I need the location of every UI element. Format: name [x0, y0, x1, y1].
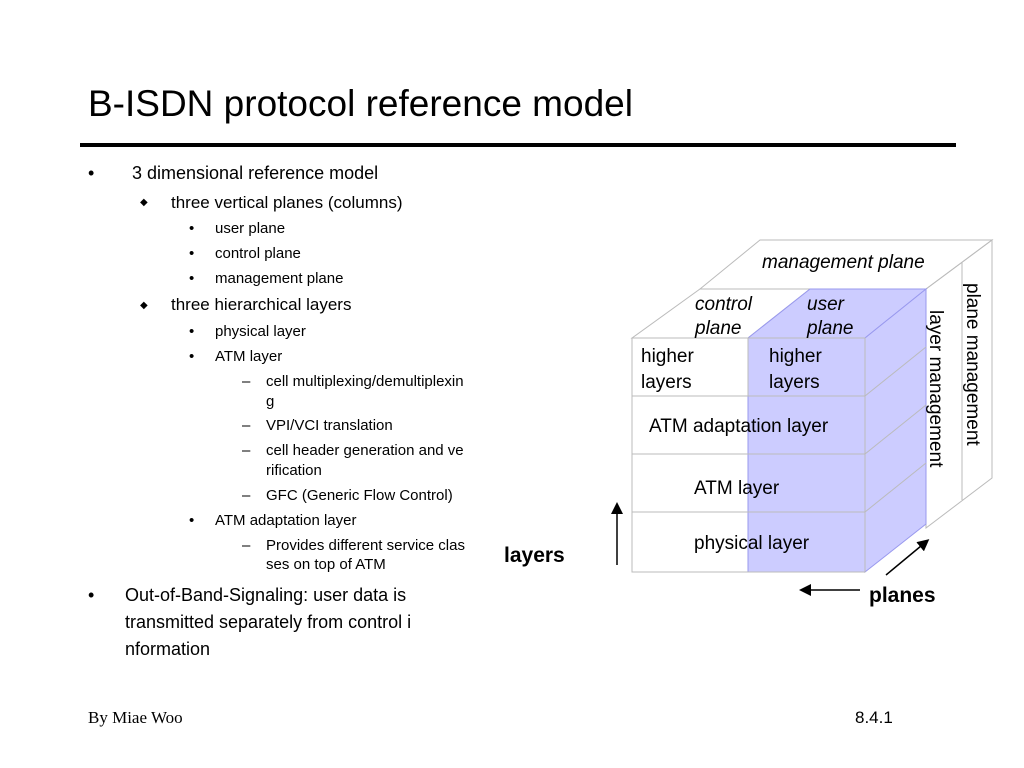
higher-layers-right-1: higher: [769, 346, 822, 367]
bullet-oob-signaling: Out-of-Band-Signaling: user data is: [125, 585, 407, 605]
bullet-marker: –: [242, 373, 251, 390]
bullet-list: • 3 dimensional reference model ◆ three …: [0, 0, 520, 700]
aal-label: ATM adaptation layer: [649, 416, 829, 437]
bullet-marker: –: [242, 487, 251, 504]
bullet-marker: ◆: [140, 197, 148, 208]
bullet-marker: •: [88, 585, 95, 605]
slide-title: B-ISDN protocol reference model: [88, 83, 633, 124]
bullet-management-plane: management plane: [215, 270, 344, 287]
bullet-marker: •: [189, 220, 195, 237]
layer-management-label: layer management: [925, 310, 946, 468]
physical-layer-label: physical layer: [694, 533, 810, 554]
bullet-marker: –: [242, 442, 251, 459]
higher-layers-left-2: layers: [641, 372, 692, 393]
bullet-oob-signaling-cont2: nformation: [125, 639, 211, 659]
bullet-control-plane: control plane: [215, 245, 301, 262]
bullet-marker: •: [189, 512, 195, 529]
user-plane-label-1: user: [807, 294, 845, 315]
control-plane-label-2: plane: [694, 318, 742, 339]
bullet-aal-service: Provides different service clas: [266, 537, 465, 554]
bullet-atm-layer: ATM layer: [215, 348, 283, 365]
bullet-marker: •: [189, 323, 195, 340]
bullet-user-plane: user plane: [215, 220, 286, 237]
planes-axis-label: planes: [869, 584, 936, 607]
bullet-marker: –: [242, 417, 251, 434]
management-axis-arrow: [885, 539, 930, 576]
bullet-hierarchical-layers: three hierarchical layers: [171, 295, 352, 314]
bullet-marker: ◆: [140, 300, 148, 311]
plane-management-label: plane management: [962, 283, 983, 446]
bullet-cell-header: cell header generation and ve: [266, 442, 464, 459]
footer-page-number: 8.4.1: [855, 708, 893, 727]
bullet-marker: •: [88, 163, 95, 183]
bullet-3d-model: 3 dimensional reference model: [132, 163, 379, 183]
bullet-cell-mux-cont: g: [266, 393, 275, 410]
bullet-cell-mux: cell multiplexing/demultiplexin: [266, 373, 464, 390]
bullet-aal: ATM adaptation layer: [215, 512, 357, 529]
bullet-cell-header-cont: rification: [266, 462, 322, 479]
bullet-vpi-vci: VPI/VCI translation: [266, 417, 393, 434]
higher-layers-left-1: higher: [641, 346, 694, 367]
bullet-marker: •: [189, 245, 195, 262]
higher-layers-right-2: layers: [769, 372, 820, 393]
control-plane-label-1: control: [695, 294, 753, 315]
bullet-marker: •: [189, 348, 195, 365]
cube-front-face: [631, 337, 866, 573]
bullet-vertical-planes: three vertical planes (columns): [171, 193, 403, 212]
user-plane-label-2: plane: [806, 318, 854, 339]
bullet-gfc: GFC (Generic Flow Control): [266, 487, 453, 504]
cube-side-face: [864, 346, 927, 513]
bullet-aal-service-cont: ses on top of ATM: [266, 556, 386, 573]
bullet-marker: •: [189, 270, 195, 287]
bullet-oob-signaling-cont1: transmitted separately from control i: [125, 612, 412, 632]
bullet-marker: –: [242, 537, 251, 554]
layers-axis-label: layers: [504, 544, 565, 567]
management-plane-label: management plane: [762, 252, 925, 273]
atm-layer-label: ATM layer: [694, 478, 780, 499]
bullet-physical-layer: physical layer: [215, 323, 306, 340]
title-rule: [80, 143, 956, 147]
footer-author: By Miae Woo: [88, 708, 183, 727]
